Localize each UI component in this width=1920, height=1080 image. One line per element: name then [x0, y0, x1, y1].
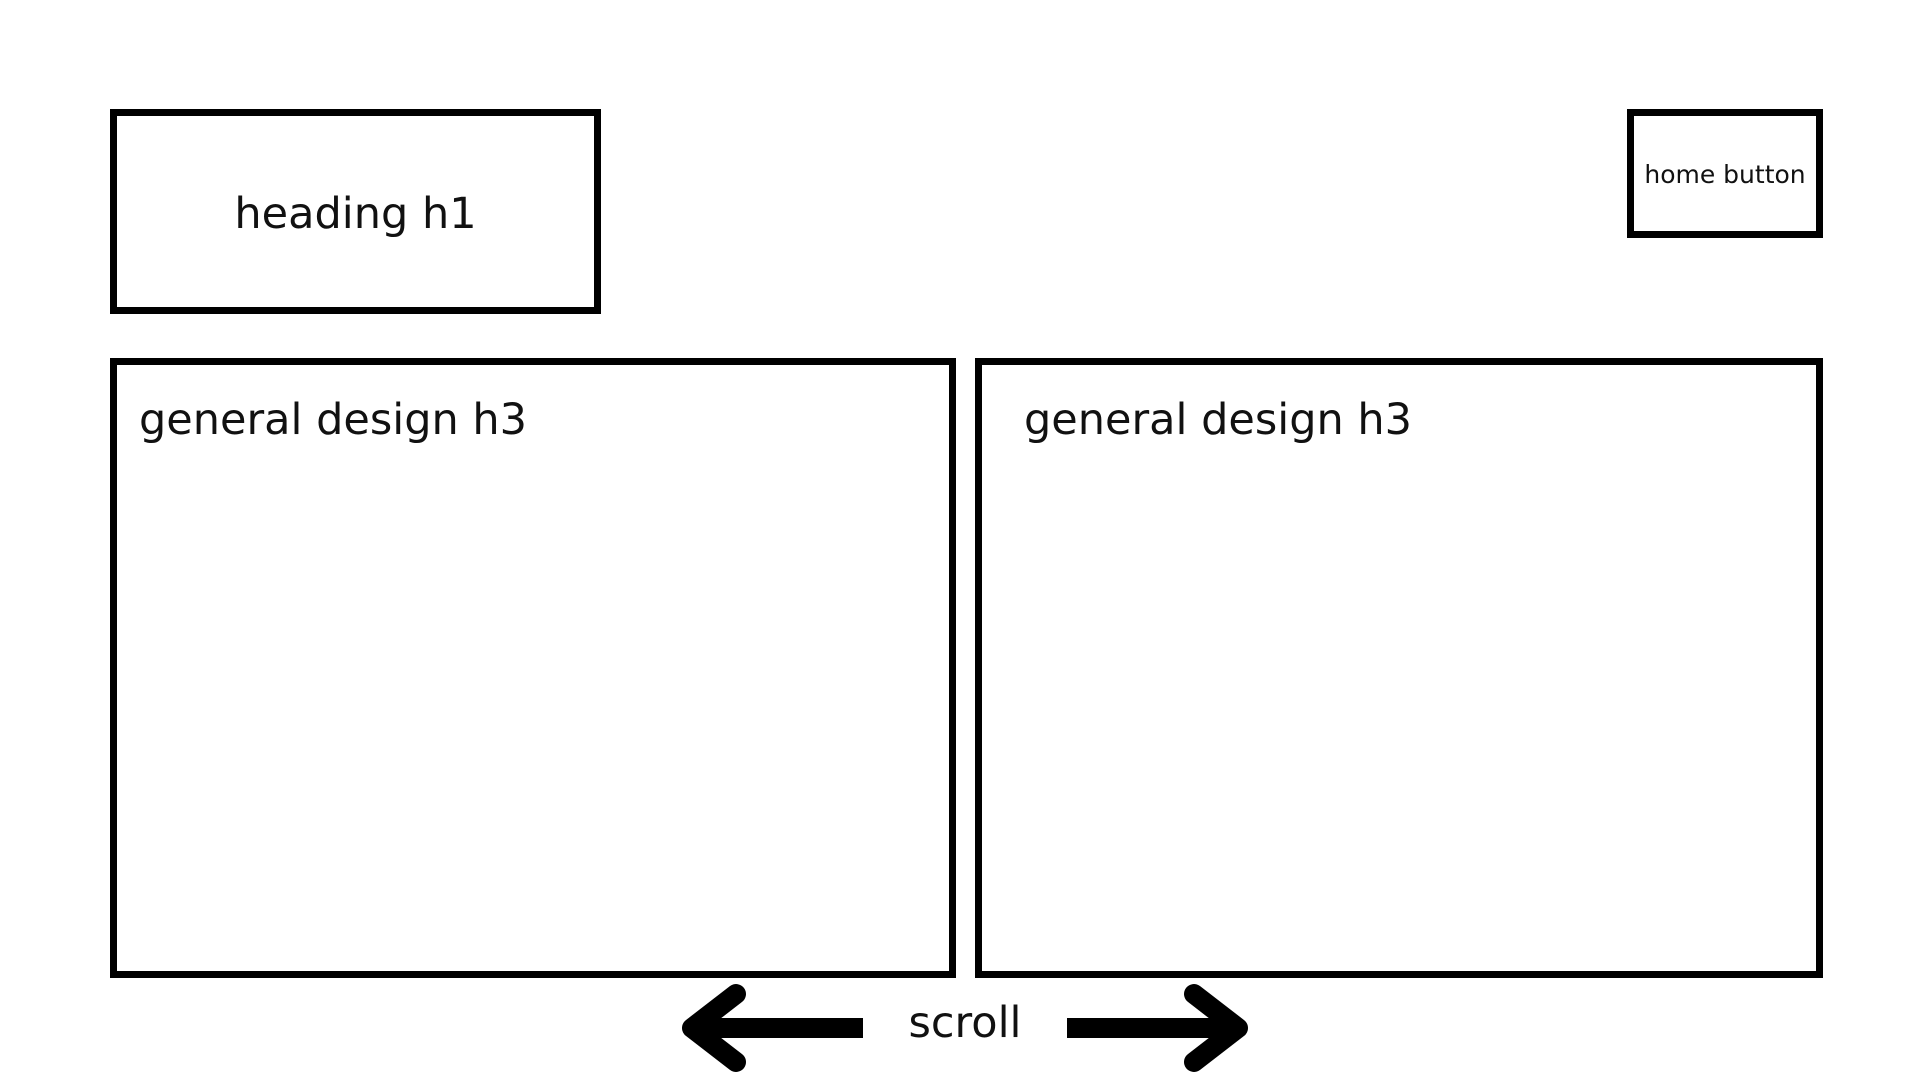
arrow-right-icon — [1067, 984, 1248, 1072]
page-title: heading h1 — [234, 189, 477, 239]
content-panel-right: general design h3 — [975, 358, 1823, 978]
scroll-right-button[interactable] — [1060, 980, 1260, 1075]
arrow-left-icon — [682, 984, 863, 1072]
content-panel-left: general design h3 — [110, 358, 956, 978]
scroll-control: scroll — [670, 980, 1260, 1075]
panel-title: general design h3 — [1024, 395, 1413, 445]
scroll-left-button[interactable] — [670, 980, 870, 1075]
scroll-label: scroll — [908, 998, 1022, 1048]
page-heading-box: heading h1 — [110, 109, 601, 314]
home-button-label: home button — [1644, 160, 1806, 189]
panel-title: general design h3 — [139, 395, 528, 445]
home-button[interactable]: home button — [1627, 109, 1823, 238]
